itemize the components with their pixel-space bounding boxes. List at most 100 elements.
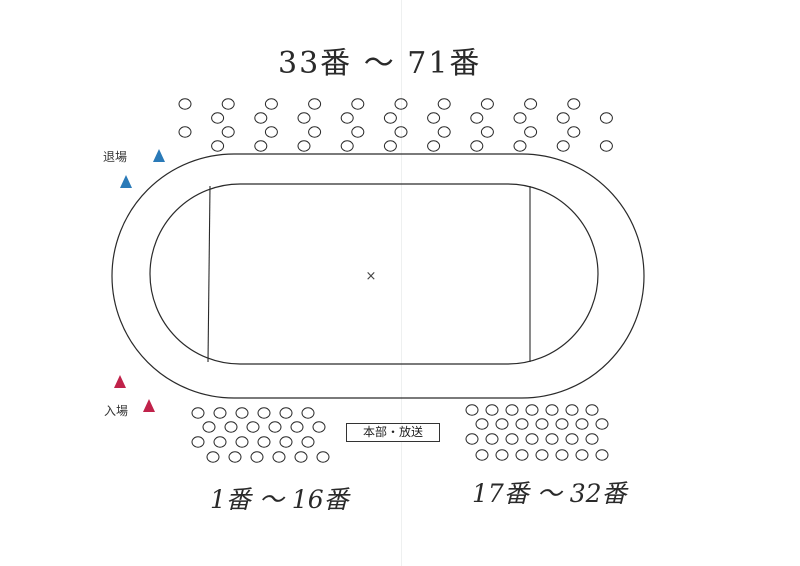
seat-circle xyxy=(340,140,354,152)
seat-circle xyxy=(297,140,311,152)
seat-circle xyxy=(228,451,242,463)
seat-circle xyxy=(556,112,570,124)
seat-circle xyxy=(351,126,365,138)
seat-circle xyxy=(268,421,282,433)
seat-circle xyxy=(427,112,441,124)
track-inner xyxy=(149,183,599,365)
seat-circle xyxy=(301,436,315,448)
seat-circle xyxy=(567,98,581,110)
seat-circle xyxy=(595,418,609,430)
seat-circle xyxy=(257,407,271,419)
seat-circle xyxy=(495,449,509,461)
seat-circle xyxy=(340,112,354,124)
paper-fold-line xyxy=(401,0,402,566)
seat-circle xyxy=(495,418,509,430)
seat-circle xyxy=(202,421,216,433)
seat-circle xyxy=(254,140,268,152)
seat-circle xyxy=(437,98,451,110)
seat-circle xyxy=(525,433,539,445)
seat-circle xyxy=(394,126,408,138)
seat-circle xyxy=(250,451,264,463)
seat-circle xyxy=(535,418,549,430)
entry-marker-2 xyxy=(143,399,155,412)
seat-circle xyxy=(513,112,527,124)
seat-circle xyxy=(394,98,408,110)
seat-circle xyxy=(308,126,322,138)
seat-circle xyxy=(221,98,235,110)
seat-circle xyxy=(575,449,589,461)
seat-circle xyxy=(565,433,579,445)
seat-circle xyxy=(191,407,205,419)
seat-circle xyxy=(485,433,499,445)
seat-circle xyxy=(545,433,559,445)
seat-circle xyxy=(206,451,220,463)
seat-circle xyxy=(316,451,330,463)
seat-circle xyxy=(475,449,489,461)
seat-circle xyxy=(264,98,278,110)
seat-circle xyxy=(585,404,599,416)
seat-circle xyxy=(565,404,579,416)
seat-circle xyxy=(178,98,192,110)
seat-circle xyxy=(599,140,613,152)
seat-circle xyxy=(555,449,569,461)
seat-circle xyxy=(485,404,499,416)
entry-label: 入場 xyxy=(104,404,129,418)
seat-circle xyxy=(264,126,278,138)
seat-circle xyxy=(513,140,527,152)
entry-marker-1 xyxy=(114,375,126,388)
seat-circle xyxy=(465,433,479,445)
top-seating-title: 33番 〜 71番 xyxy=(278,46,482,81)
seat-circle xyxy=(437,126,451,138)
seat-circles xyxy=(178,98,613,463)
seat-circle xyxy=(555,418,569,430)
seat-circle xyxy=(585,433,599,445)
seat-circle xyxy=(279,407,293,419)
seat-circle xyxy=(505,433,519,445)
exit-marker-1 xyxy=(153,149,165,162)
seat-circle xyxy=(545,404,559,416)
seat-circle xyxy=(235,407,249,419)
seat-circle xyxy=(272,451,286,463)
seat-circle xyxy=(383,140,397,152)
seat-circle xyxy=(211,140,225,152)
track-outer xyxy=(111,153,645,399)
seat-circle xyxy=(515,418,529,430)
seat-circle xyxy=(480,126,494,138)
seat-circle xyxy=(312,421,326,433)
seat-circle xyxy=(475,418,489,430)
seat-circle xyxy=(599,112,613,124)
seat-circle xyxy=(595,449,609,461)
seat-circle xyxy=(470,112,484,124)
seat-circle xyxy=(308,98,322,110)
seat-circle xyxy=(383,112,397,124)
seat-circle xyxy=(524,98,538,110)
seat-circle xyxy=(525,404,539,416)
seat-circle xyxy=(556,140,570,152)
seat-circle xyxy=(191,436,205,448)
seat-circle xyxy=(524,126,538,138)
seat-circle xyxy=(297,112,311,124)
seat-circle xyxy=(575,418,589,430)
seat-circle xyxy=(567,126,581,138)
seat-circle xyxy=(515,449,529,461)
seat-circle xyxy=(465,404,479,416)
seat-circle xyxy=(427,140,441,152)
seat-circle xyxy=(301,407,315,419)
bottom-left-seating-title: 1番 〜 16番 xyxy=(210,485,349,514)
seat-circle xyxy=(505,404,519,416)
seat-circle xyxy=(257,436,271,448)
seat-circle xyxy=(235,436,249,448)
seat-circle xyxy=(213,436,227,448)
exit-marker-2 xyxy=(120,175,132,188)
seat-circle xyxy=(535,449,549,461)
seat-circle xyxy=(254,112,268,124)
seat-circle xyxy=(246,421,260,433)
headquarters-broadcast-box: 本部・放送 xyxy=(346,423,440,442)
seat-circle xyxy=(213,407,227,419)
seat-circle xyxy=(294,451,308,463)
center-mark: × xyxy=(366,269,377,284)
seat-circle xyxy=(351,98,365,110)
bottom-right-seating-title: 17番 〜 32番 xyxy=(472,479,627,508)
seat-circle xyxy=(470,140,484,152)
